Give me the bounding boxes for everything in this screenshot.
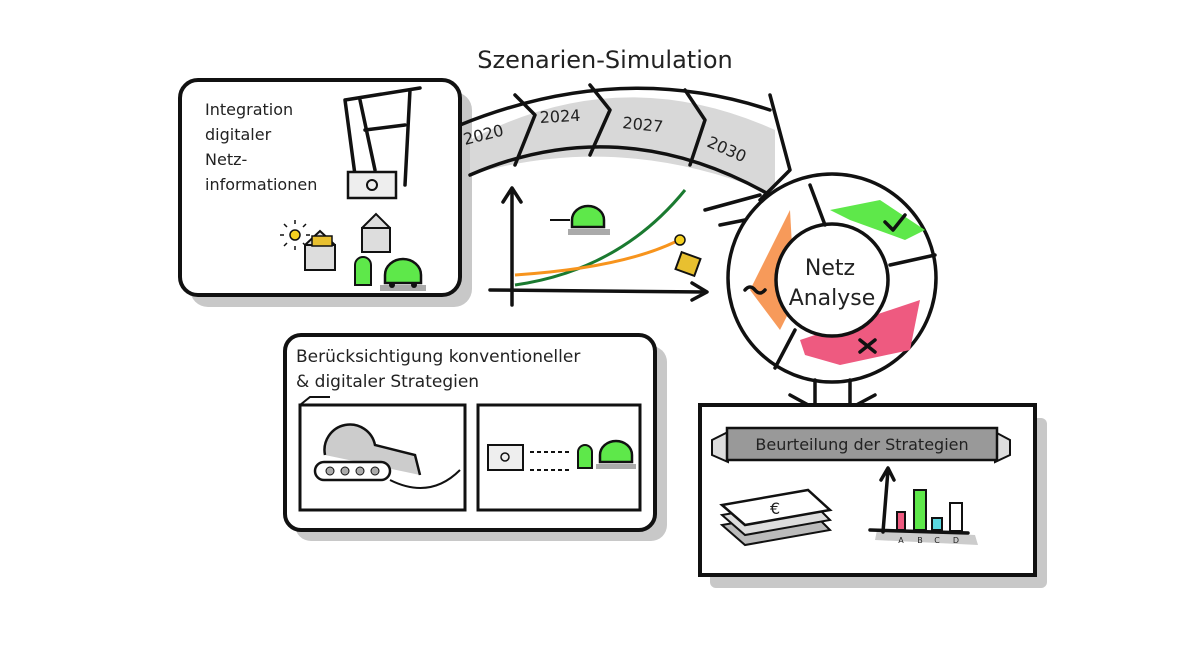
integration-box: Integration digitaler Netz- informatione… <box>178 78 472 307</box>
transformer-icon <box>346 170 398 200</box>
banner-text: Beurteilung der Strategien <box>755 435 968 454</box>
bar-label-b: B <box>917 536 923 545</box>
pv-growth-curve <box>514 240 676 277</box>
cross-icon <box>858 338 877 354</box>
electric-car-icon <box>354 256 426 291</box>
ev-growth-curve <box>514 189 687 287</box>
simulation-title: Szenarien-Simulation <box>477 46 733 74</box>
tilde-icon <box>743 285 767 295</box>
sun-icon <box>280 220 310 250</box>
integration-line-4: informationen <box>205 175 317 194</box>
digital-strategy-panel <box>476 403 642 512</box>
bar-c <box>931 517 943 531</box>
solar-panel-icon <box>674 234 702 278</box>
bar-a <box>896 511 906 531</box>
electric-car-icon <box>550 204 610 235</box>
bar-label-d: D <box>953 536 959 545</box>
timeline-arrow: 2020 2024 2027 2030 <box>458 83 792 202</box>
bar-b <box>913 489 927 531</box>
check-icon <box>883 213 907 232</box>
network-analysis-wheel: Netz Analyse <box>703 172 938 384</box>
money-stack-icon: € <box>719 488 833 547</box>
strategies-line-1: Berücksichtigung konventioneller <box>296 347 580 367</box>
bar-label-a: A <box>898 536 904 545</box>
strategies-box: Berücksichtigung konventioneller & digit… <box>283 333 667 541</box>
year-2024: 2024 <box>539 106 581 127</box>
bar-d <box>949 502 963 532</box>
year-2027: 2027 <box>622 113 664 136</box>
comparison-bar-chart: A B C D <box>868 466 978 545</box>
evaluation-banner: Beurteilung der Strategien <box>711 426 1011 464</box>
evaluation-box: Beurteilung der Strategien € A B C D <box>698 403 1047 588</box>
strategies-line-2: & digitaler Strategien <box>296 372 479 392</box>
integration-line-1: Integration <box>205 100 293 119</box>
euro-symbol: € <box>770 499 780 518</box>
segment-positive <box>830 200 925 240</box>
power-pylon-icon <box>343 86 422 187</box>
transformer-icon <box>487 444 524 471</box>
charger-icon <box>577 444 593 469</box>
integration-line-3: Netz- <box>205 150 247 169</box>
analysis-line-2: Analyse <box>789 286 876 311</box>
bar-label-c: C <box>934 536 940 545</box>
growth-chart <box>488 186 709 307</box>
excavator-icon <box>313 423 461 489</box>
segment-negative <box>800 300 920 365</box>
conventional-strategy-panel <box>298 396 467 512</box>
houses-icon <box>304 212 391 271</box>
electric-car-icon <box>596 439 636 469</box>
integration-line-2: digitaler <box>205 125 272 144</box>
analysis-line-1: Netz <box>805 256 855 281</box>
